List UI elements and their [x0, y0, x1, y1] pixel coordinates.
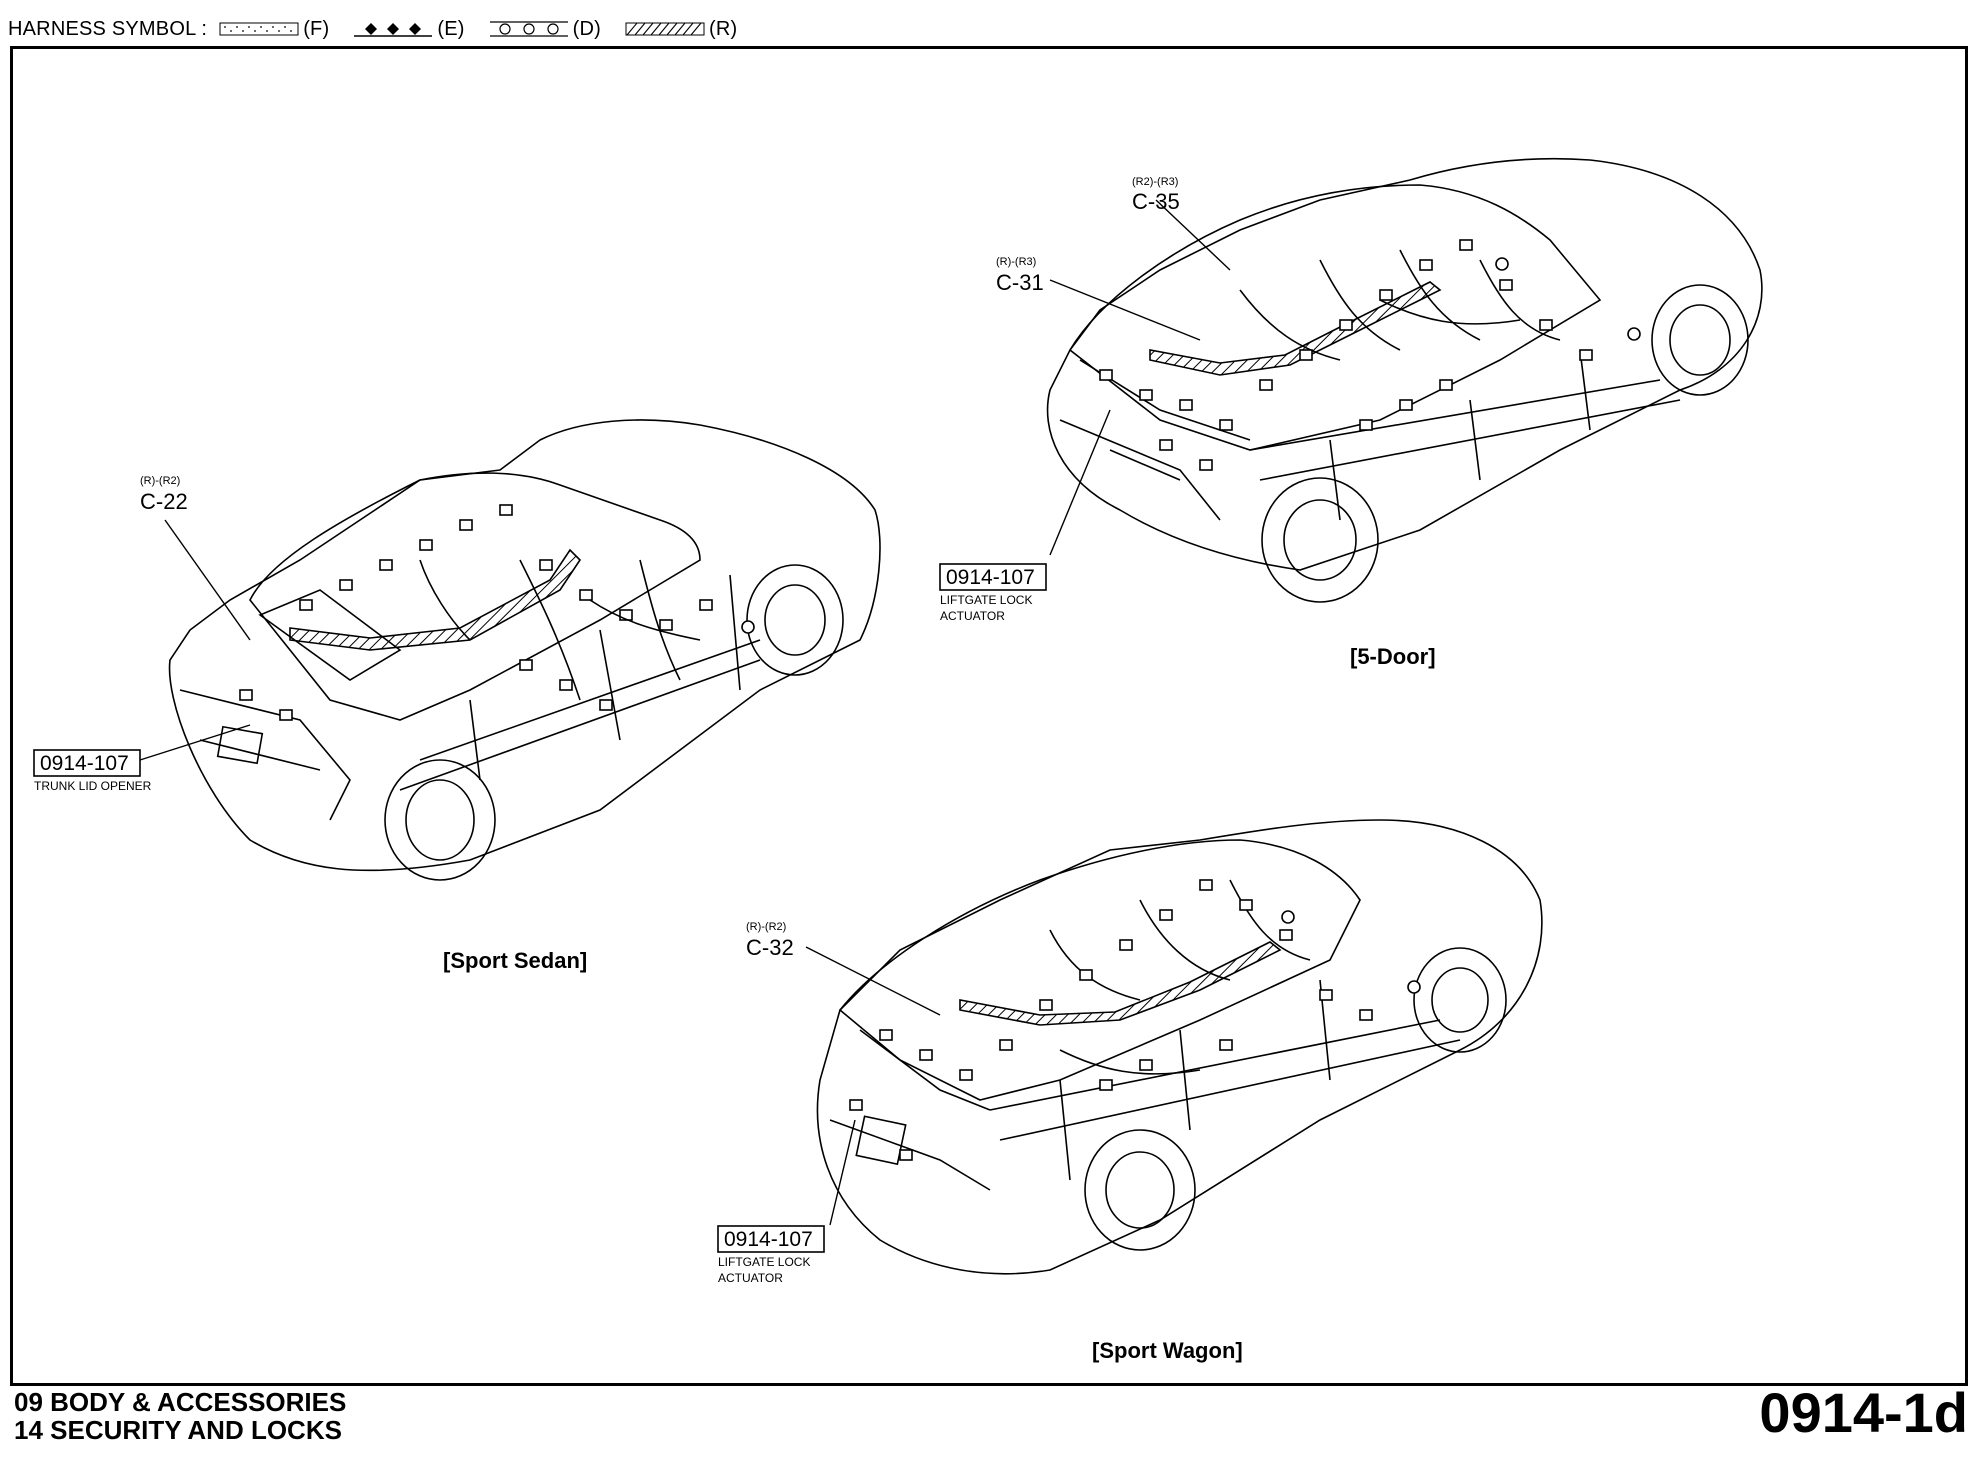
circle-harness-swatch — [489, 21, 568, 37]
c22-connector-label: C-22 — [140, 489, 188, 514]
page-code: 0914-1d — [1759, 1381, 1968, 1444]
c22-leader-line — [164, 519, 251, 641]
c35-leader-line — [1155, 199, 1231, 271]
5door-part-desc-1: LIFTGATE LOCK — [940, 593, 1032, 607]
diagram-frame — [10, 46, 1968, 1386]
sport-wagon-title: [Sport Wagon] — [1092, 1338, 1243, 1363]
c31-connector-label: C-31 — [996, 270, 1044, 295]
sedan-part-code: 0914-107 — [40, 752, 129, 775]
c32-connector-label: C-32 — [746, 935, 794, 960]
legend-code-e: (E) — [437, 17, 465, 40]
legend-code-d: (D) — [572, 17, 601, 40]
c35-harness-label: (R2)-(R3) — [1132, 176, 1178, 188]
5door-part-desc-2: ACTUATOR — [940, 609, 1005, 623]
wagon-part-desc-2: ACTUATOR — [718, 1271, 783, 1285]
diamond-harness-swatch — [354, 23, 433, 37]
section-line-1: 09 BODY & ACCESSORIES — [14, 1387, 347, 1417]
5door-title: [5-Door] — [1350, 644, 1436, 669]
harness-symbol-legend: HARNESS SYMBOL : (F) (E) (D) ( — [8, 14, 755, 44]
sedan-part-desc: TRUNK LID OPENER — [34, 779, 152, 793]
legend-code-r: (R) — [708, 17, 738, 40]
wagon-part-desc-1: LIFTGATE LOCK — [718, 1255, 810, 1269]
legend-code-f: (F) — [303, 17, 330, 40]
five-door-car-drawing — [1046, 157, 1763, 603]
wagon-part-code: 0914-107 — [724, 1228, 813, 1251]
wagon-part-box — [717, 1225, 825, 1253]
liftgate-5door-leader-line — [1049, 409, 1111, 556]
hatched-harness-swatch — [625, 22, 705, 36]
c31-harness-label: (R)-(R3) — [996, 256, 1036, 268]
liftgate-wagon-leader-line — [829, 1119, 856, 1226]
c32-harness-label: (R)-(R2) — [746, 921, 786, 933]
sport-wagon-car-drawing — [816, 819, 1543, 1275]
5door-part-code: 0914-107 — [946, 566, 1035, 589]
trunk-lid-leader-line — [139, 724, 251, 761]
dotted-harness-swatch — [219, 22, 299, 36]
section-line-2: 14 SECURITY AND LOCKS — [14, 1415, 342, 1445]
sport-sedan-car-drawing — [168, 419, 881, 881]
sport-sedan-title: [Sport Sedan] — [443, 948, 587, 973]
c22-harness-label: (R)-(R2) — [140, 475, 180, 487]
sedan-part-box — [33, 749, 141, 777]
c31-leader-line — [1049, 279, 1201, 341]
c32-leader-line — [805, 946, 941, 1016]
c35-connector-label: C-35 — [1132, 189, 1180, 214]
section-footer: 09 BODY & ACCESSORIES 14 SECURITY AND LO… — [14, 1388, 346, 1444]
5door-part-box — [939, 563, 1047, 591]
legend-title: HARNESS SYMBOL : — [8, 17, 208, 40]
